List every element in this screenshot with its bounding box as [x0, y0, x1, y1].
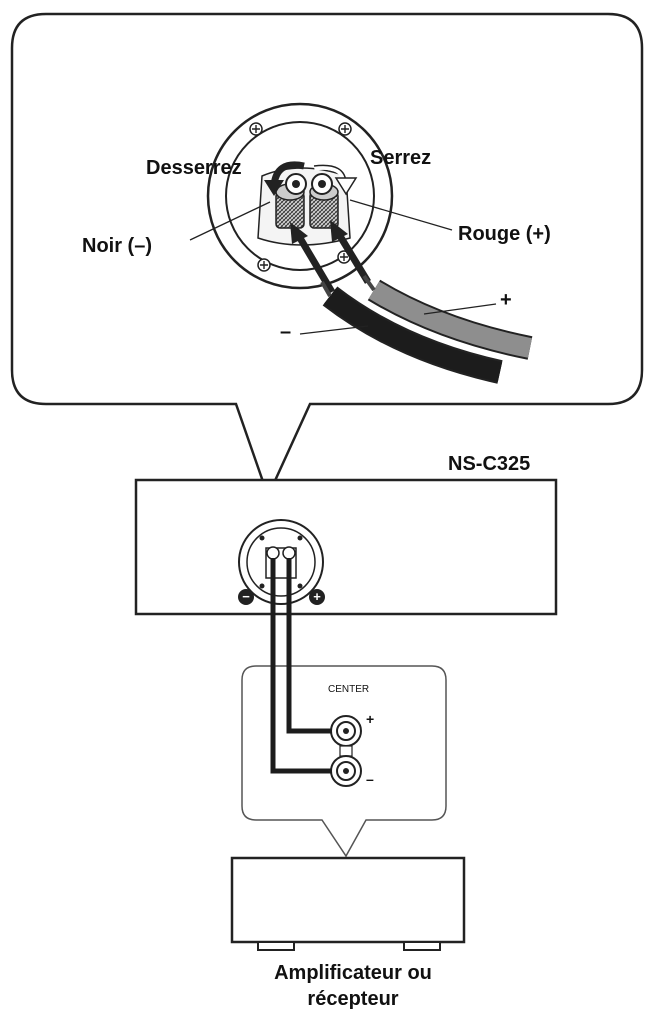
amplifier-foot [403, 941, 441, 951]
screw-icon [249, 122, 263, 136]
amp-minus-jack [330, 755, 362, 787]
amplifier-foot [257, 941, 295, 951]
minus-terminal-icon: − [238, 589, 254, 605]
amp-minus-label: – [366, 771, 374, 787]
plus-terminal-icon: + [309, 589, 325, 605]
amp-terminal-callout: CENTER + – [241, 665, 447, 858]
speaker-cabinet [134, 478, 558, 616]
cable-plus-label: + [500, 289, 512, 311]
speaker-unit: NS-C325 − + [134, 453, 558, 616]
amp-plus-label: + [366, 711, 374, 727]
black-terminal-label: Noir (–) [82, 235, 152, 257]
amp-plus-jack [330, 715, 362, 747]
binding-post-red [309, 173, 339, 229]
tighten-label: Serrez [370, 147, 431, 169]
speaker-model-label: NS-C325 [448, 453, 530, 475]
loosen-arrow-icon [264, 161, 305, 196]
speaker-plus-symbol: + [313, 589, 321, 604]
speaker-minus-symbol: − [242, 589, 250, 604]
loosen-label: Desserrez [146, 157, 242, 179]
red-terminal-label: Rouge (+) [458, 223, 551, 245]
screw-icon [338, 122, 352, 136]
insert-arrow-icon [330, 220, 371, 284]
amplifier-unit: Amplificateur ou récepteur [230, 856, 466, 1010]
screw-icon [257, 258, 271, 272]
cable-minus-label: – [280, 321, 291, 343]
speaker-cable [320, 274, 533, 384]
binding-post-black [275, 173, 307, 229]
channel-label: CENTER [328, 684, 369, 695]
speaker-wires [270, 558, 332, 774]
zoom-callout: Desserrez Serrez Noir (–) Rouge (+) + – [10, 12, 644, 500]
amplifier-cabinet [230, 856, 466, 944]
speaker-terminal [238, 519, 324, 605]
insert-arrow-icon [290, 222, 336, 294]
amplifier-label-line2: récepteur [307, 988, 398, 1010]
leader-lines [189, 199, 497, 335]
tighten-arrow-icon [313, 160, 358, 196]
amplifier-label-line1: Amplificateur ou [274, 962, 432, 984]
